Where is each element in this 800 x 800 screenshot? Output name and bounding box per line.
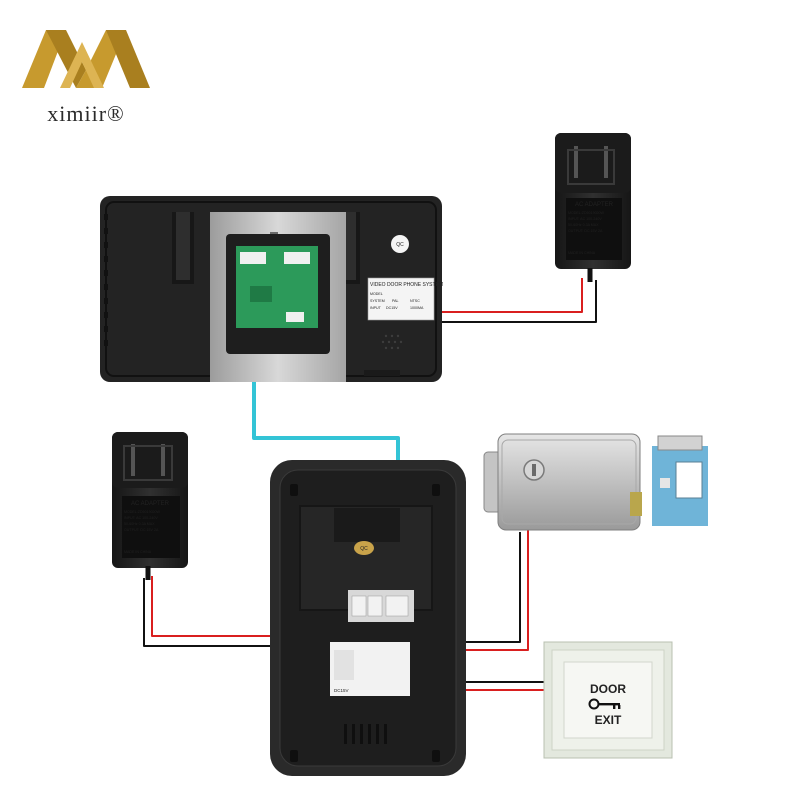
adapter-left-title: AC ADAPTER — [131, 501, 170, 507]
outdoor-unit: QC DC15V — [270, 460, 466, 776]
outdoor-label-text: DC15V — [334, 688, 349, 693]
monitor-label-ntsc: NTSC — [410, 299, 420, 303]
ac-adapter-top: AC ADAPTER MODEL:ZD5019020W INPUT: AC 10… — [555, 133, 631, 282]
adapter-left-freq: 50-60Hz 0.3A MAX — [124, 522, 155, 526]
monitor-speaker-grille — [381, 334, 403, 350]
brand-logo — [22, 30, 150, 88]
monitor-qc-text: QC — [396, 242, 404, 248]
ac-adapter-left: AC ADAPTER MODEL:ZD5019020W INPUT: AC 10… — [112, 432, 188, 580]
monitor-label-power: 1000MA — [410, 306, 424, 310]
adapter-left-model: MODEL:ZD5019020W — [124, 510, 161, 514]
exit-button-plate: DOOR EXIT — [543, 641, 673, 759]
monitor-label-input-value: DC15V — [386, 306, 398, 310]
adapter-left-made: MADE IN CHINA — [124, 550, 152, 554]
plug-pin-left — [131, 444, 135, 476]
monitor-label-pal: PAL — [392, 299, 399, 303]
monitor-label-title: VIDEO DOOR PHONE SYSTEM — [370, 282, 443, 288]
exit-button-door-text: DOOR — [590, 682, 626, 696]
electric-lock — [483, 433, 708, 531]
brand-trademark: ® — [107, 101, 125, 126]
monitor-label-model: MODEL — [370, 292, 383, 296]
adapter-top-model: MODEL:ZD5019020W — [568, 211, 605, 215]
indoor-monitor: VIDEO DOOR PHONE SYSTEM MODEL SYSTEM PAL… — [100, 196, 443, 382]
adapter-top-freq: 50-60Hz 0.3A MAX — [568, 223, 599, 227]
brand-name: ximiir® — [18, 101, 154, 127]
monitor-label-system: SYSTEM — [370, 299, 385, 303]
outdoor-speaker-slots — [344, 724, 387, 744]
adapter-left-output: OUTPUT: DC 15V 2A — [124, 528, 159, 532]
exit-button-exit-text: EXIT — [595, 713, 622, 727]
brand-name-text: ximiir — [47, 101, 108, 126]
key-icon — [588, 698, 621, 710]
adapter-top-made: MADE IN CHINA — [568, 251, 596, 255]
outdoor-qc-text: QC — [360, 546, 368, 552]
adapter-left-input: INPUT: AC 100-240V — [124, 516, 158, 520]
adapter-top-input: INPUT: AC 100-240V — [568, 217, 602, 221]
plug-pin-right — [161, 444, 165, 476]
monitor-label-input: INPUT — [370, 306, 382, 310]
monitor-qc-badge — [391, 235, 409, 253]
monitor-spec-label — [367, 277, 435, 321]
plug-pin-left — [574, 146, 578, 178]
monitor-side-vents — [104, 214, 108, 346]
outdoor-qc-badge — [354, 541, 374, 555]
adapter-top-title: AC ADAPTER — [575, 202, 614, 208]
adapter-top-output: OUTPUT: DC 15V 2A — [568, 229, 603, 233]
plug-pin-right — [604, 146, 608, 178]
